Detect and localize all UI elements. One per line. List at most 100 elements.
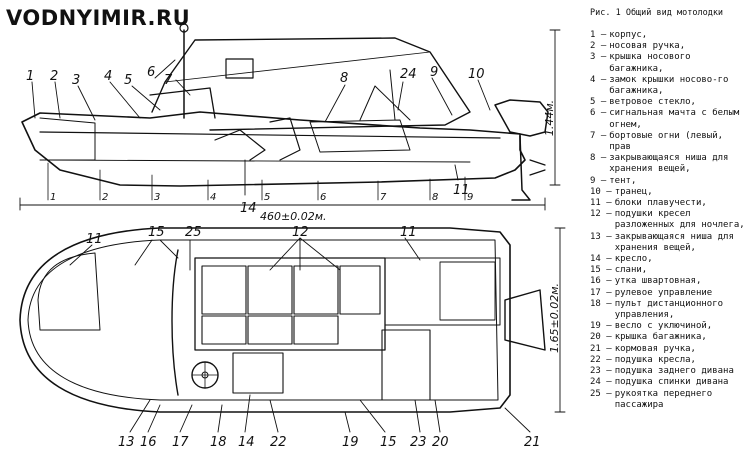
- svg-text:11: 11: [86, 232, 103, 247]
- legend-item: 13 –закрывающаяся ниша для хранения веще…: [590, 232, 750, 254]
- svg-text:3: 3: [72, 73, 80, 88]
- legend-item-number: 6 –: [590, 108, 607, 119]
- legend-item: 18 –пульт дистанционного управления,: [590, 299, 750, 321]
- section-mark: 6: [320, 192, 326, 203]
- legend-item-text: тент,: [609, 175, 637, 186]
- legend-item-number: 5 –: [590, 97, 607, 108]
- legend-item-text: рулевое управление: [614, 287, 713, 298]
- svg-text:22: 22: [270, 435, 287, 450]
- svg-text:11: 11: [400, 225, 417, 240]
- svg-text:23: 23: [410, 435, 427, 450]
- legend-item-number: 13 –: [590, 231, 612, 242]
- svg-text:6: 6: [147, 65, 155, 80]
- section-mark: 3: [154, 192, 160, 203]
- svg-text:7: 7: [164, 73, 173, 88]
- legend-item: 11 –блоки плавучести,: [590, 198, 750, 209]
- section-mark: 2: [102, 192, 108, 203]
- legend-item-text: крышка носового багажника,: [609, 52, 691, 74]
- legend-item-number: 11 –: [590, 198, 612, 209]
- svg-text:19: 19: [342, 435, 359, 450]
- legend-item-text: корпус,: [609, 30, 648, 40]
- section-mark: 9: [467, 192, 473, 203]
- legend-item-text: пульт дистанционного управления,: [614, 298, 724, 321]
- legend-item-text: транец,: [614, 186, 653, 197]
- hull-side-outline: [21, 111, 526, 187]
- svg-text:9: 9: [430, 65, 438, 80]
- legend-item-text: подушка кресла,: [614, 354, 696, 365]
- legend-item-text: закрывающаяся ниша для хранения вещей,: [614, 231, 734, 253]
- legend-item: 3 –крышка носового багажника,: [590, 52, 750, 74]
- legend-item-text: кормовая ручка,: [614, 343, 696, 354]
- legend-item: 16 –утка швартовная,: [590, 276, 750, 287]
- svg-text:2: 2: [50, 69, 58, 84]
- svg-text:1: 1: [26, 69, 34, 84]
- legend-item: 20 –крышка багажника,: [590, 332, 750, 343]
- legend-item-number: 20 –: [590, 332, 612, 343]
- legend-item: 12 –подушки кресел разложенных для ночле…: [590, 209, 750, 231]
- legend-item: 17 –рулевое управление: [590, 288, 750, 299]
- tent: [151, 37, 471, 131]
- legend-item: 24 –подушка спинки дивана: [590, 377, 750, 388]
- legend-item: 5 –ветровое стекло,: [590, 97, 750, 108]
- section-mark: 5: [264, 192, 270, 203]
- legend-item-number: 16 –: [590, 276, 612, 287]
- legend-item-text: слани,: [614, 265, 648, 276]
- top-view: [19, 227, 566, 433]
- svg-text:4: 4: [104, 69, 112, 84]
- legend-item-number: 12 –: [590, 209, 612, 220]
- svg-text:14: 14: [240, 201, 257, 216]
- svg-text:25: 25: [185, 225, 202, 240]
- svg-text:20: 20: [432, 435, 449, 450]
- svg-text:24: 24: [400, 67, 417, 82]
- svg-text:14: 14: [238, 435, 255, 450]
- legend-item-text: рукоятка переднего пассажира: [614, 388, 713, 410]
- legend-item-number: 8 –: [590, 153, 607, 164]
- svg-text:13: 13: [118, 435, 135, 450]
- legend-item: 6 –сигнальная мачта с белым огнем,: [590, 108, 750, 130]
- svg-text:15: 15: [380, 435, 397, 450]
- legend-item-text: подушка спинки дивана: [614, 377, 729, 388]
- height-dimension: 1.44м.: [543, 100, 556, 136]
- watermark: VODNYIMIR.RU: [6, 6, 191, 30]
- legend-item-number: 23 –: [590, 366, 612, 377]
- svg-text:18: 18: [210, 435, 227, 450]
- legend-item-text: утка швартовная,: [614, 276, 702, 287]
- legend-item-text: подушки кресел разложенных для ночлега,: [614, 209, 745, 231]
- legend-item: 10 –транец,: [590, 187, 750, 198]
- legend-item-text: замок крышки носово-го багажника,: [609, 74, 729, 97]
- legend-item-text: ветровое стекло,: [609, 97, 696, 108]
- legend-item-number: 24 –: [590, 377, 612, 388]
- legend-item: 21 –кормовая ручка,: [590, 344, 750, 355]
- svg-text:10: 10: [468, 67, 485, 82]
- windshield: [149, 87, 216, 119]
- hull-top-outline: [19, 227, 511, 413]
- legend-item-text: весло с уключиной,: [614, 321, 713, 332]
- legend-item: 22 –подушка кресла,: [590, 355, 750, 366]
- section-mark: 8: [432, 192, 438, 203]
- legend-item: 15 –слани,: [590, 265, 750, 276]
- svg-text:5: 5: [124, 73, 132, 88]
- legend-item: 7 –бортовые огни (левый, прав: [590, 131, 750, 153]
- legend-item-number: 4 –: [590, 74, 607, 85]
- legend-item-number: 19 –: [590, 321, 612, 332]
- section-mark: 1: [50, 192, 56, 203]
- legend-item-text: подушка заднего дивана: [614, 366, 734, 377]
- legend-item: 25 –рукоятка переднего пассажира: [590, 389, 750, 411]
- svg-text:12: 12: [292, 225, 309, 240]
- legend-item-text: закрывающаяся ниша для хранения вещей,: [609, 153, 729, 175]
- figure-caption: Рис. 1 Общий вид мотолодки: [590, 8, 724, 18]
- legend-item-number: 21 –: [590, 343, 612, 354]
- section-mark: 4: [210, 192, 216, 203]
- svg-text:11: 11: [453, 183, 470, 198]
- svg-text:15: 15: [148, 225, 165, 240]
- legend-item: 8 –закрывающаяся ниша для хранения вещей…: [590, 153, 750, 175]
- legend-item-number: 3 –: [590, 52, 607, 63]
- legend-item-number: 17 –: [590, 287, 612, 298]
- svg-text:8: 8: [340, 71, 348, 86]
- legend-item-number: 22 –: [590, 354, 612, 365]
- legend-item-number: 14 –: [590, 254, 612, 265]
- legend-item-text: бортовые огни (левый, прав: [609, 130, 724, 153]
- legend-item-number: 2 –: [590, 41, 607, 52]
- legend-item-number: 1 –: [590, 30, 607, 40]
